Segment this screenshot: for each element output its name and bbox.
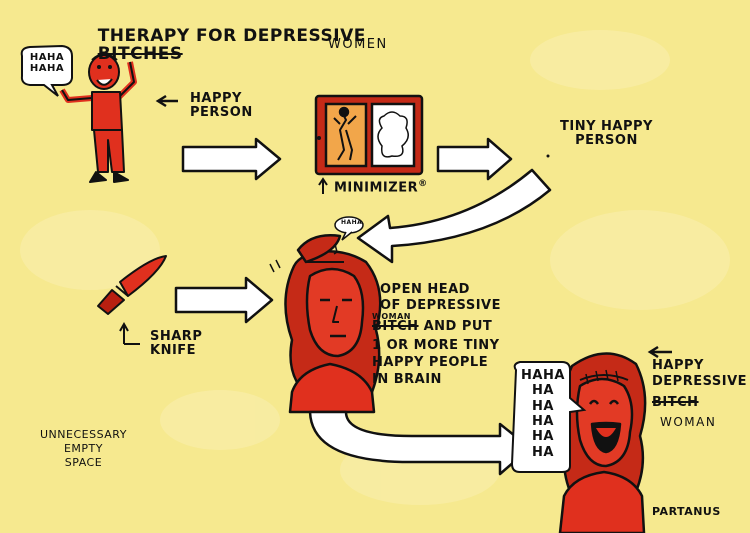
arrow-knife-to-head [174, 276, 274, 324]
tiny-person-laugh-text: HAHA [341, 219, 363, 226]
instructions-and-put: AND PUT [418, 319, 493, 334]
minimizer-registered-mark: ® [418, 179, 428, 189]
happy-depressive-struck-word: BITCH [652, 395, 699, 410]
depressive-woman-figure [269, 234, 382, 414]
instructions-woman-correction: WOMAN [372, 312, 411, 321]
tiny-happy-person-dot [546, 154, 550, 158]
happy-person-laugh-text: HAHA HAHA [29, 52, 65, 74]
happy-person-speech-bubble [20, 44, 73, 97]
happy-depressive-label: HAPPY DEPRESSIVE [652, 358, 748, 389]
happy-woman-speech-bubble [510, 361, 587, 473]
happy-person-pointer-arrow [155, 94, 178, 108]
unnecessary-empty-space-label: UNNECESSARY EMPTY SPACE [40, 428, 127, 469]
happy-woman-pointer-arrow [647, 345, 672, 359]
minimizer-label-text: MINIMIZER [334, 180, 419, 196]
instructions-rest: 1 OR MORE TINY HAPPY PEOPLE IN BRAIN [372, 338, 500, 387]
instructions-bitch-line: BITCH AND PUT [372, 320, 492, 334]
tiny-person-speech-bubble [333, 216, 364, 255]
instructions-heading: OPEN HEAD OF DEPRESSIVE [380, 282, 501, 313]
arrow-to-tiny-person [436, 137, 513, 181]
happy-person-label: HAPPY PERSON [190, 91, 253, 120]
happy-woman-laugh-text: HAHA HA HA HA HA HA [521, 368, 565, 460]
tiny-happy-person-label: TINY HAPPY PERSON [560, 119, 653, 148]
title-struck-word: BITCHES [97, 43, 183, 64]
sharp-knife-label: SHARP KNIFE [150, 329, 203, 358]
happy-depressive-correction: WOMAN [660, 415, 717, 429]
curved-arrow-to-head [356, 168, 552, 264]
knife-pointer-arrow [119, 321, 140, 345]
instructions-struck-word: BITCH [372, 319, 419, 334]
title: THERAPY FOR DEPRESSIVE BITCHES [72, 10, 366, 81]
minimizer-label: MINIMIZER® [334, 179, 428, 196]
minimizer-machine [314, 94, 424, 176]
title-prefix: THERAPY FOR DEPRESSIVE [97, 25, 366, 46]
minimizer-pointer-arrow [318, 177, 328, 194]
title-correction: WOMEN [328, 37, 388, 52]
arrow-to-minimizer [181, 137, 282, 181]
sharp-knife-drawing [97, 255, 167, 315]
happy-woman-figure [558, 352, 647, 533]
happy-person-figure [59, 53, 137, 183]
artist-signature: PARTANUS [652, 505, 721, 518]
